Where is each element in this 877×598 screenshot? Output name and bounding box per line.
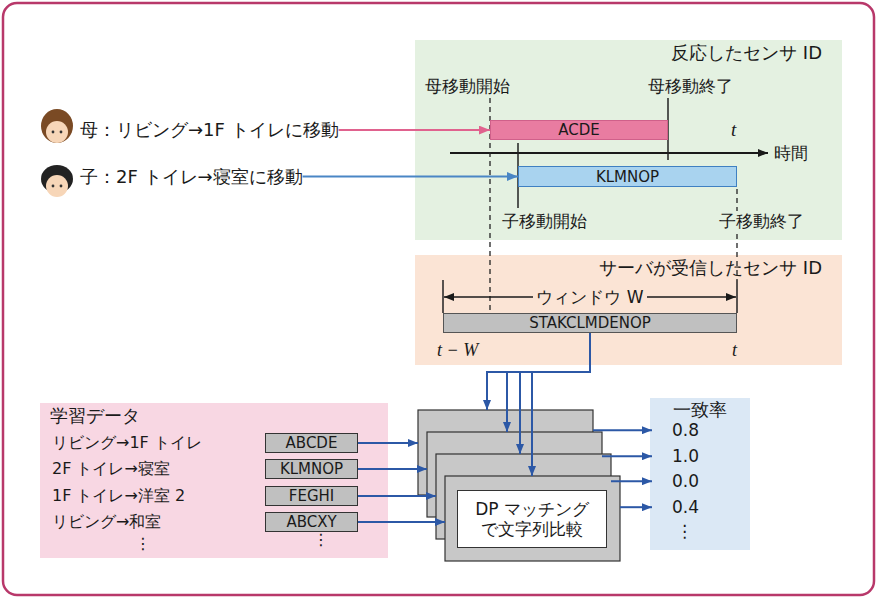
panel-entry: 1F トイレ→洋室 2 <box>52 486 185 505</box>
panel-entry: 2F トイレ→寝室 <box>52 459 170 478</box>
arrow-segment <box>593 429 652 431</box>
arrow-segment <box>358 442 418 444</box>
flow-arrow <box>358 496 436 497</box>
panel-fill <box>650 398 750 550</box>
score-panel: 一致率0.8 1.0 0.0 0.4 ⋮ <box>650 398 750 550</box>
panel-entry: 0.8 <box>672 420 699 440</box>
time-axis <box>450 152 768 154</box>
node-text: ABCDE <box>286 434 338 452</box>
server-panel: サーバが受信したセンサ ID STAKCLMDENOP <box>415 255 842 365</box>
flow-arrow <box>593 430 652 431</box>
arrow-segment <box>620 506 652 508</box>
face <box>46 175 68 197</box>
arrow-segment <box>532 333 590 476</box>
node-text: KLMNOP <box>280 460 343 478</box>
flow-arrow <box>303 176 518 177</box>
event-label: 母移動開始 <box>425 76 510 96</box>
window-bar: STAKCLMDENOP <box>443 313 737 333</box>
arrow-segment <box>358 468 427 470</box>
flow-arrow <box>602 456 652 457</box>
child-bar: KLMNOP <box>518 166 737 187</box>
event-label: 子移動開始 <box>502 211 587 231</box>
flow-arrow <box>339 130 490 131</box>
eye <box>52 185 55 188</box>
node-text: KLMNOP <box>596 168 659 186</box>
arrow-segment <box>611 480 652 482</box>
arrow-segment <box>602 455 652 457</box>
arrow-segment <box>339 129 490 131</box>
mother-icon <box>41 109 73 143</box>
panel-entry: 1.0 <box>672 446 699 466</box>
eye <box>52 131 55 134</box>
person-label: 母：リビング→1F トイレに移動 <box>80 119 339 141</box>
axis-label: 時間 <box>774 143 808 163</box>
eye <box>60 185 63 188</box>
matching-card <box>445 476 620 561</box>
node-text: FEGHI <box>289 487 334 505</box>
flow-arrow <box>358 522 445 523</box>
window-tick <box>736 280 738 313</box>
node-text: ABCXY <box>286 513 336 531</box>
arrow-segment <box>358 521 445 523</box>
panel-title: 反応したセンサ ID <box>671 42 822 64</box>
hair <box>41 109 73 143</box>
sequence-box: ABCXY <box>265 512 358 532</box>
process-box: DP マッチング で文字列比較 <box>457 490 607 548</box>
flow-arrow <box>487 333 590 476</box>
flow-arrow <box>358 469 427 470</box>
panel-title: サーバが受信したセンサ ID <box>599 257 822 279</box>
panel-title: 学習データ <box>50 405 140 427</box>
panel-entry: ⋮ <box>135 534 151 553</box>
flow-arrow <box>611 481 652 482</box>
panel-fill <box>40 403 388 558</box>
flow-arrow <box>620 507 652 508</box>
panel-fill <box>415 40 842 240</box>
panel-title: 一致率 <box>650 399 750 421</box>
window-tick <box>442 280 444 313</box>
time-symbol: t <box>731 119 736 142</box>
ellipsis: ⋮ <box>313 530 329 549</box>
arrow-segment <box>303 176 518 178</box>
time-symbol: t − W <box>437 340 478 362</box>
event-label: 母移動終了 <box>648 76 733 96</box>
window-label: ウィンドウ W <box>533 287 646 307</box>
panel-fill <box>415 255 842 365</box>
sequence-box: KLMNOP <box>265 459 358 479</box>
arrow-segment <box>520 333 590 454</box>
panel-entry: リビング→和室 <box>52 512 161 531</box>
eye <box>60 131 63 134</box>
panel-entry: 0.0 <box>672 471 699 491</box>
outer-frame <box>3 3 874 595</box>
sequence-box: ABCDE <box>265 433 358 453</box>
training-panel: 学習データリビング→1F トイレ 2F トイレ→寝室 1F トイレ→洋室 2 リビング… <box>40 403 388 558</box>
node-text: DP マッチング で文字列比較 <box>458 499 606 540</box>
person-label: 子：2F トイレ→寝室に移動 <box>80 166 303 188</box>
flow-arrow <box>358 443 418 444</box>
node-text: STAKCLMDENOP <box>529 314 651 332</box>
panel-entry: ⋮ <box>676 521 693 541</box>
mother-bar: ACDE <box>490 120 668 140</box>
time-symbol: t <box>732 340 737 362</box>
node-text: 子：2F トイレ→寝室に移動 <box>80 166 303 188</box>
panel-entry: リビング→1F トイレ <box>52 433 202 452</box>
node-text: ACDE <box>558 121 600 139</box>
node-text: 母：リビング→1F トイレに移動 <box>80 119 339 141</box>
sequence-box: FEGHI <box>265 486 358 506</box>
panel-entry: 0.4 <box>672 497 699 517</box>
child-icon <box>41 165 73 197</box>
arrow-segment <box>358 495 436 497</box>
sensor-panel: 反応したセンサ ID ACDE KLMNOP <box>415 40 842 240</box>
event-label: 子移動終了 <box>716 211 807 231</box>
face <box>46 121 68 143</box>
